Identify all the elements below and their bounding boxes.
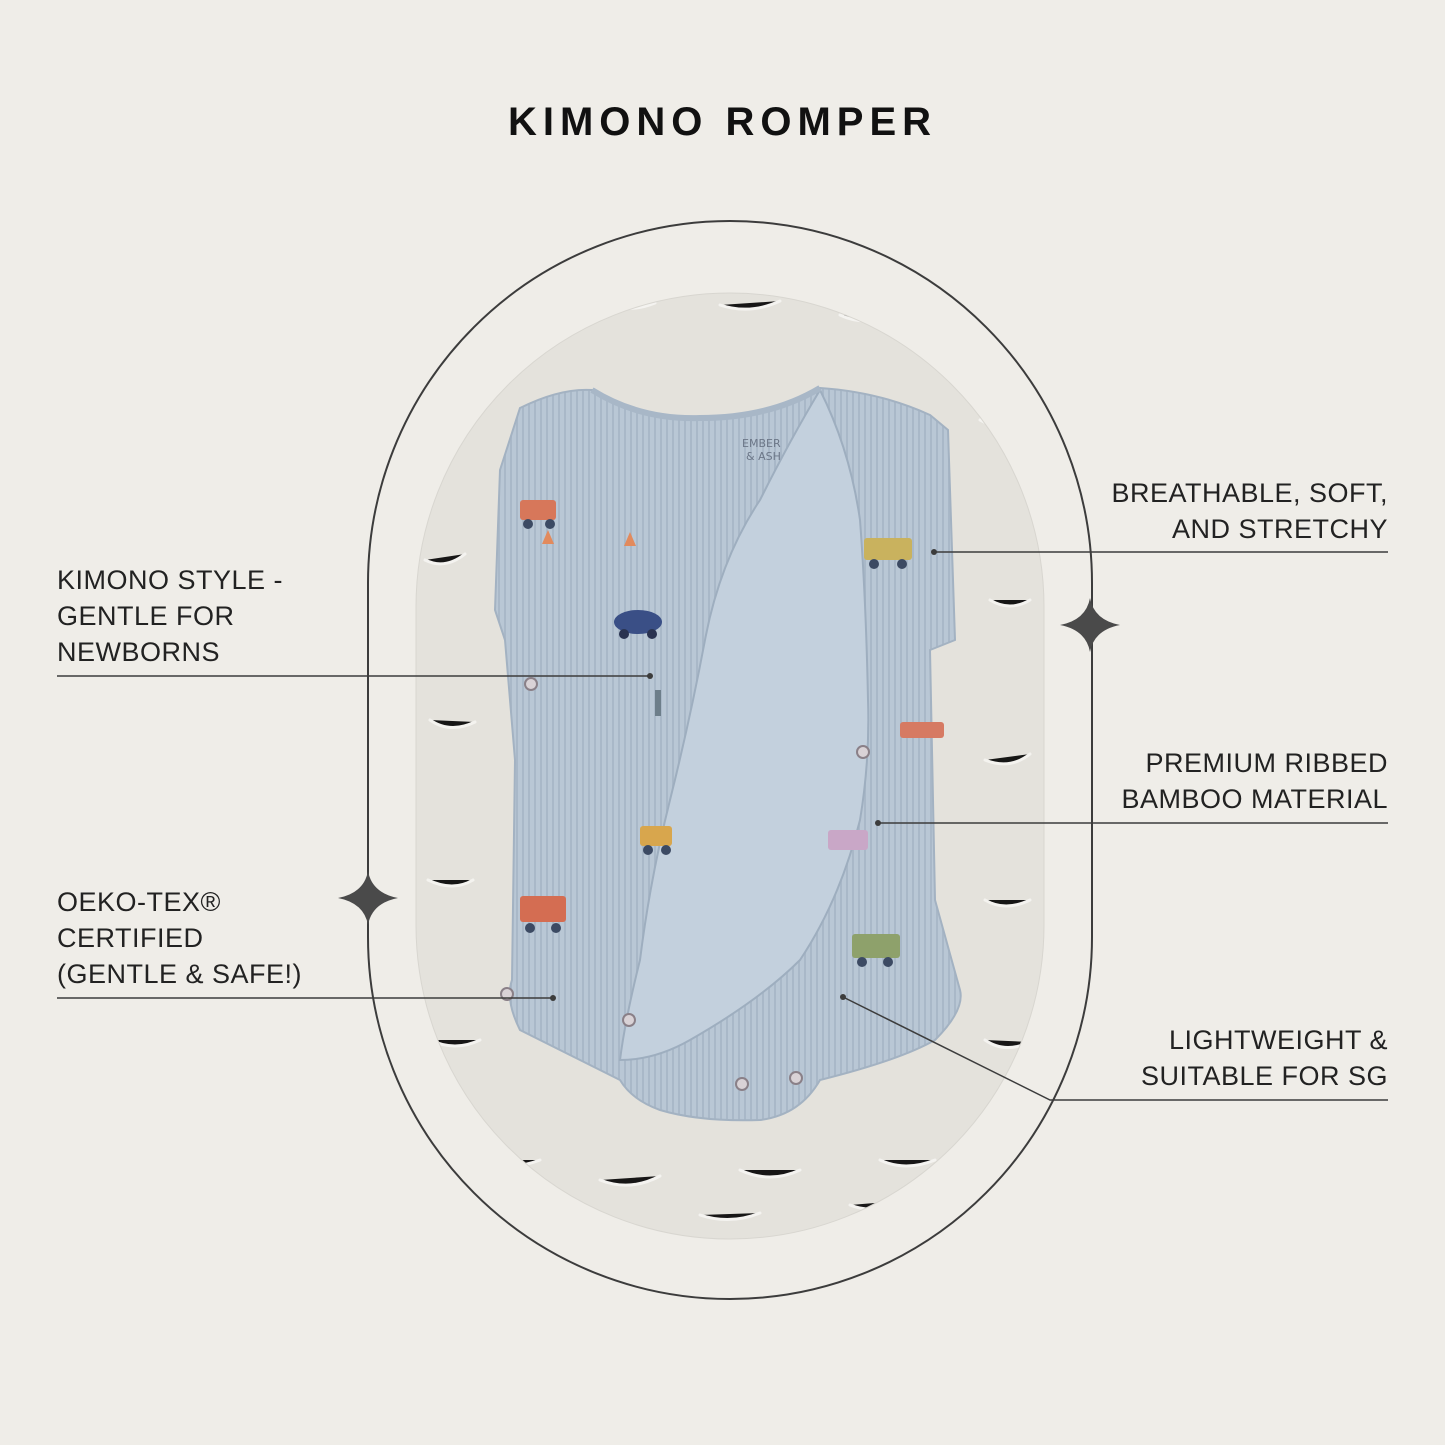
feature-lightweight: LIGHTWEIGHT & SUITABLE FOR SG — [1141, 1022, 1388, 1094]
brand-tag-line1: EMBER — [742, 437, 781, 450]
feature-line: KIMONO STYLE - — [57, 565, 284, 595]
feature-breathable: BREATHABLE, SOFT, AND STRETCHY — [1111, 475, 1388, 547]
callout-dots — [550, 549, 937, 1001]
feature-kimono-style: KIMONO STYLE - GENTLE FOR NEWBORNS — [57, 562, 283, 670]
product-photo: EMBER & ASH — [416, 293, 1044, 1239]
feature-line: NEWBORNS — [57, 637, 221, 667]
callout-lines — [57, 551, 1388, 1101]
feature-premium-ribbed: PREMIUM RIBBED BAMBOO MATERIAL — [1121, 745, 1388, 817]
feature-line: PREMIUM RIBBED — [1145, 748, 1388, 778]
feature-line: SUITABLE FOR SG — [1140, 1061, 1388, 1091]
snap-buttons — [500, 677, 870, 1091]
callout-line-lightweight — [842, 996, 1388, 1101]
neck-trim — [590, 385, 822, 422]
feature-line: (GENTLE & SAFE!) — [57, 959, 303, 989]
feature-line: CERTIFIED — [57, 923, 204, 953]
vehicle-print — [520, 500, 944, 967]
feature-line: BREATHABLE, SOFT, — [1111, 478, 1388, 508]
sparkle-icon — [1060, 598, 1120, 652]
feature-line: LIGHTWEIGHT & — [1168, 1025, 1388, 1055]
feature-line: OEKO-TEX® — [57, 887, 221, 917]
feature-line: GENTLE FOR — [57, 601, 235, 631]
kimono-flap — [618, 387, 870, 1062]
feature-line: BAMBOO MATERIAL — [1121, 784, 1388, 814]
feature-line: AND STRETCHY — [1171, 514, 1388, 544]
page-title: KIMONO ROMPER — [507, 100, 938, 144]
brand-tag-line2: & ASH — [746, 450, 781, 463]
outer-arch-outline — [367, 220, 1093, 1300]
sparkle-icon — [338, 871, 398, 925]
feature-oeko-tex: OEKO-TEX® CERTIFIED (GENTLE & SAFE!) — [57, 884, 302, 992]
